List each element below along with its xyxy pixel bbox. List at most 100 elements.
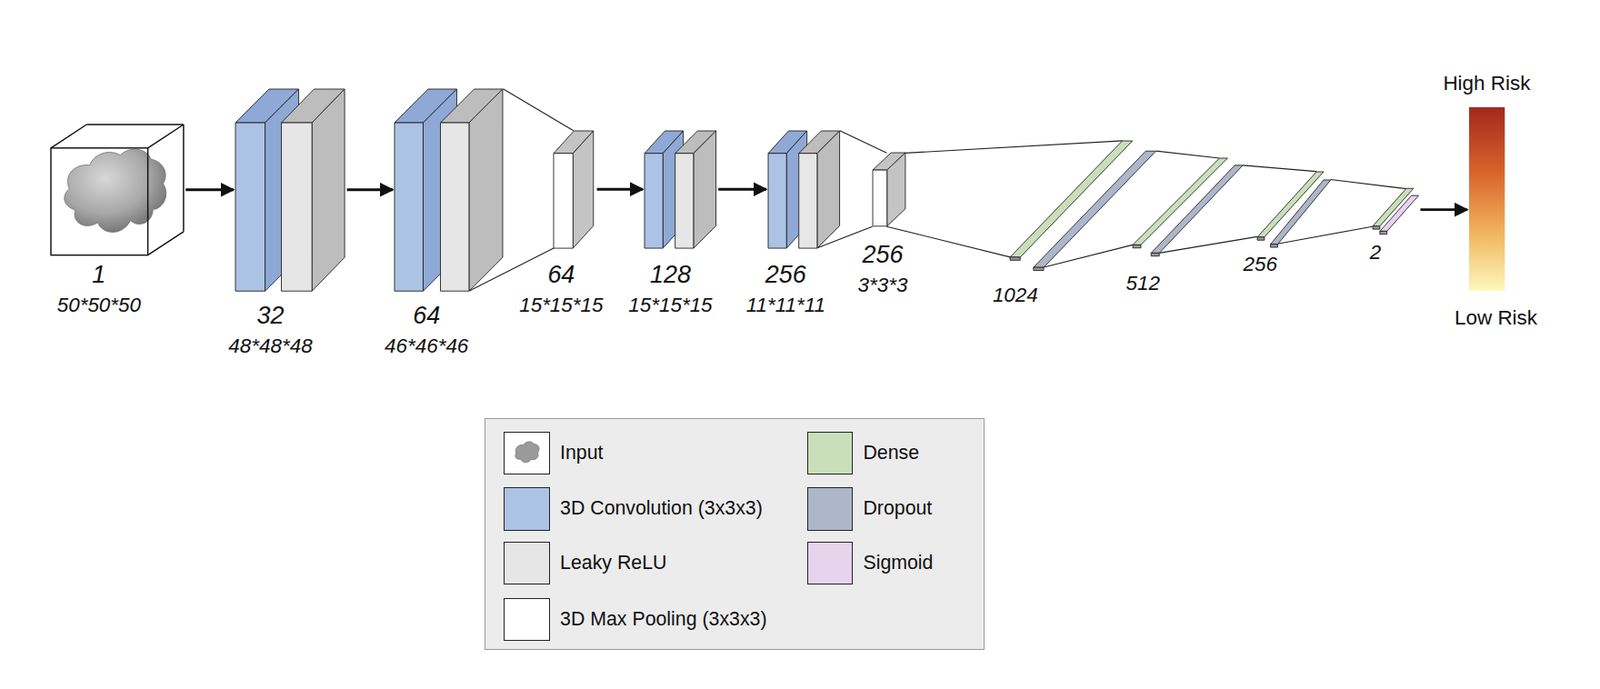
layer-connector (185, 189, 234, 190)
network-layer: 256 (1257, 171, 1331, 246)
legend-swatch (807, 431, 854, 475)
layer-connector (1159, 165, 1317, 254)
prism-side (817, 130, 840, 249)
prism-front (768, 152, 787, 248)
legend-text: 3D Convolution (3x3x3) (560, 497, 763, 520)
prism-side (469, 89, 503, 291)
cube-edge (86, 123, 184, 125)
risk-colorbar (1469, 107, 1505, 291)
channel-count: 64 (547, 261, 575, 290)
layer-slab (1033, 150, 1157, 268)
layer-shape (553, 130, 595, 249)
prism-side (886, 152, 905, 227)
volume-size: 3*3*3 (857, 274, 908, 298)
flow-arrow (347, 188, 394, 191)
slab-edge (1150, 252, 1160, 256)
channel-count: 1024 (992, 284, 1039, 308)
legend-swatch (503, 598, 550, 641)
prism-side (693, 130, 717, 249)
input-icon (504, 432, 548, 473)
volume-size: 50*50*50 (57, 294, 141, 318)
legend-text: Sigmoid (862, 551, 933, 575)
flow-arrow (185, 188, 234, 191)
network-layer: 3248*48*48 (235, 89, 345, 291)
layer-shape (1257, 171, 1331, 246)
scale-label: Low Risk (1454, 307, 1538, 330)
channel-count: 128 (650, 261, 691, 290)
layer-shape (1010, 140, 1157, 268)
volume-size: 15*15*15 (519, 294, 603, 318)
volume-size: 15*15*15 (628, 294, 712, 318)
network-layer: 512 (1132, 158, 1243, 256)
legend-swatch (807, 541, 854, 585)
network-layer: 2 (1372, 186, 1420, 233)
layer-shape (1132, 158, 1243, 256)
legend-text: Dense (862, 441, 920, 465)
channel-count: 512 (1125, 272, 1160, 296)
cube-edge (148, 231, 184, 256)
legend-text: 3D Max Pooling (3x3x3) (560, 608, 767, 631)
prism-front (394, 122, 423, 291)
projection-line (1156, 150, 1220, 159)
network-layer: 6446*46*46 (394, 89, 503, 291)
prism-front (644, 152, 663, 248)
cube-edge (50, 124, 87, 149)
layer-shape (394, 89, 503, 291)
layer-connector (347, 189, 394, 190)
layer-slab (1132, 158, 1228, 245)
network-layer: 25611*11*11 (768, 130, 842, 249)
legend-box: Input3D Convolution (3x3x3)Leaky ReLU3D … (484, 418, 985, 650)
prism-side (573, 130, 594, 249)
prism-front (872, 170, 888, 227)
legend-text: Input (560, 441, 603, 465)
prism-front (675, 152, 694, 248)
prism-front (553, 152, 573, 248)
layer-slab (1150, 165, 1243, 254)
channel-count: 1 (91, 261, 106, 290)
channel-count: 256 (861, 241, 903, 270)
channel-count: 32 (256, 302, 284, 330)
projection-line (905, 140, 1123, 153)
input-volume: 150*50*50 (50, 124, 184, 256)
layer-shape (644, 130, 717, 249)
slab-edge (1010, 257, 1020, 260)
layer-connector (597, 189, 644, 190)
slab-edge (1033, 267, 1044, 270)
flow-arrow (1420, 208, 1468, 211)
cube-front (50, 148, 149, 256)
network-layer: 6415*15*15 (553, 130, 595, 249)
channel-count: 2 (1370, 241, 1381, 265)
layer-slab (1380, 196, 1420, 232)
slab-edge (1132, 244, 1141, 248)
projection-line (840, 130, 888, 154)
legend-swatch (503, 487, 550, 530)
cube-edge (148, 124, 184, 149)
layer-shape (872, 152, 906, 227)
network-layer: 1024 (1010, 140, 1157, 268)
slab-edge (1257, 236, 1265, 240)
layer-slab (1010, 140, 1133, 258)
volume-size: 48*48*48 (228, 335, 312, 359)
layer-connector (817, 130, 887, 249)
cube-edge (182, 124, 184, 232)
channel-count: 256 (1243, 253, 1278, 277)
flow-arrow (597, 188, 644, 191)
slab-edge (1270, 243, 1278, 247)
volume-size: 46*46*46 (384, 335, 469, 359)
network-layer: 2563*3*3 (872, 152, 906, 227)
prism-side (311, 89, 345, 291)
layer-connector (469, 89, 573, 291)
legend-text: Dropout (862, 497, 932, 520)
scale-label: High Risk (1442, 72, 1530, 96)
prism-front (799, 152, 818, 248)
slab-edge (1372, 226, 1380, 230)
slab-edge (1380, 231, 1388, 235)
layer-connector (886, 140, 1122, 258)
layer-shape (235, 89, 345, 291)
flow-arrow (718, 188, 767, 191)
tumor-volume (64, 149, 167, 232)
layer-shape (1372, 186, 1420, 233)
volume-size: 11*11*11 (746, 294, 826, 318)
prism-front (281, 122, 313, 291)
layer-shape (1469, 107, 1505, 291)
